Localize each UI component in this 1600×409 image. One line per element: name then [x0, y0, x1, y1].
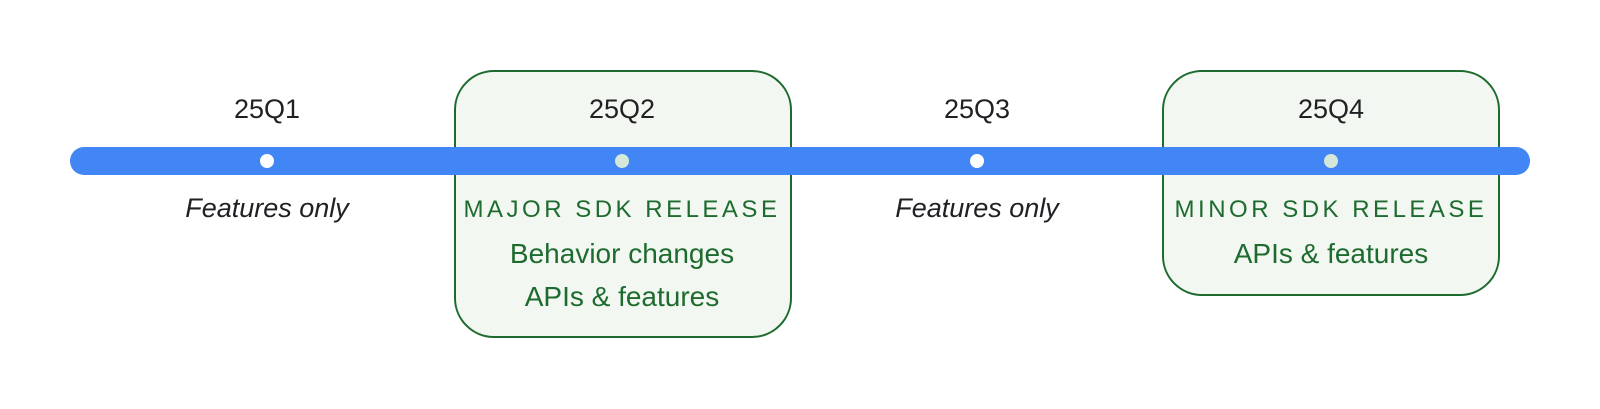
quarter-label-25q1: 25Q1 — [233, 94, 301, 124]
major-release-title: MAJOR SDK RELEASE — [463, 196, 781, 223]
minor-release-title: MINOR SDK RELEASE — [1174, 196, 1488, 223]
timeline-dot-25q4 — [1324, 154, 1338, 168]
major-release-box — [454, 70, 792, 338]
minor-release-line-apis: APIs & features — [1233, 238, 1429, 269]
quarter-label-25q2: 25Q2 — [588, 94, 656, 124]
quarter-label-25q3: 25Q3 — [943, 94, 1011, 124]
quarter-label-25q4: 25Q4 — [1297, 94, 1365, 124]
note-25q1: Features only — [185, 193, 349, 223]
minor-release-box — [1162, 70, 1500, 296]
timeline-dot-25q2 — [615, 154, 629, 168]
timeline-dot-25q3 — [970, 154, 984, 168]
timeline-bar — [70, 147, 1530, 175]
major-release-line-apis: APIs & features — [524, 281, 720, 312]
note-25q3: Features only — [895, 193, 1059, 223]
timeline-dot-25q1 — [260, 154, 274, 168]
major-release-line-behavior: Behavior changes — [509, 238, 735, 269]
